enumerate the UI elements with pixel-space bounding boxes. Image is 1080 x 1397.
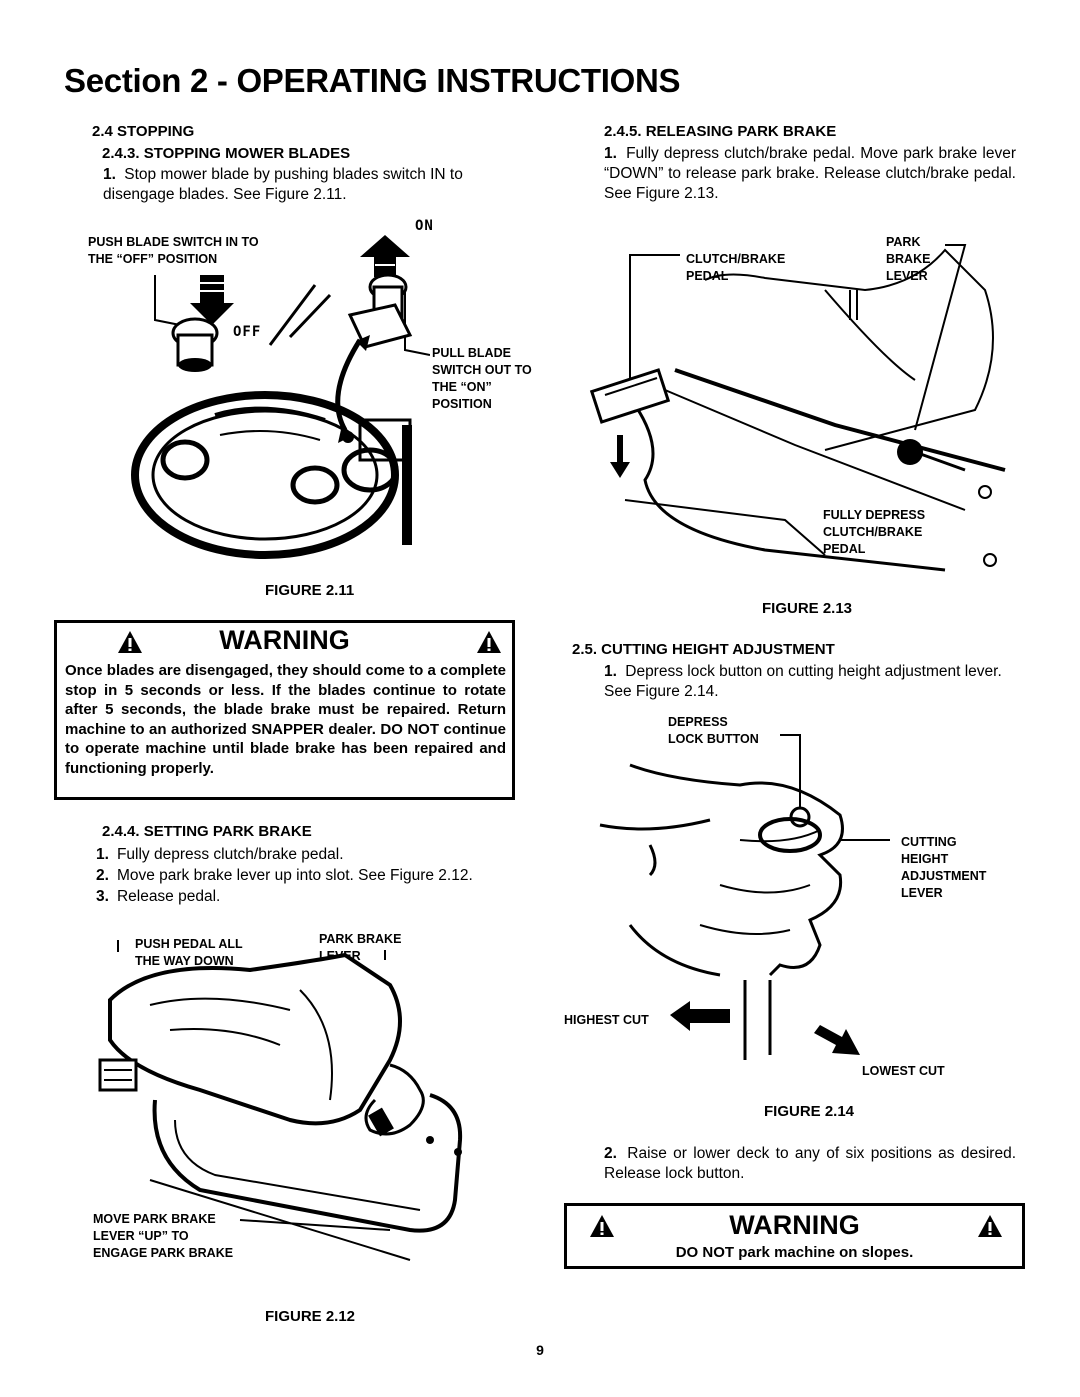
label-line: THE “OFF” POSITION xyxy=(88,252,218,266)
warning-triangle-icon xyxy=(590,1215,614,1237)
slope-warning-box: WARNING DO NOT park machine on slopes. xyxy=(564,1203,1025,1269)
warning-triangle-icon xyxy=(978,1215,1002,1237)
label-line: PARK xyxy=(886,235,921,249)
step-text: Raise or lower deck to any of six positi… xyxy=(604,1145,1016,1182)
label-line: LEVER “UP” TO xyxy=(93,1229,189,1243)
page-number: 9 xyxy=(536,1342,544,1358)
fig214-lock-label: DEPRESS LOCK BUTTON xyxy=(668,714,759,748)
step-text: Depress lock button on cutting height ad… xyxy=(604,663,1002,700)
step-number: 3. xyxy=(96,888,109,905)
label-line: HEIGHT xyxy=(901,852,949,866)
label-line: SWITCH OUT TO xyxy=(432,363,532,377)
figure-2-12-caption: FIGURE 2.12 xyxy=(265,1308,356,1325)
warning-text: Once blades are disengaged, they should … xyxy=(65,662,506,777)
label-line: ENGAGE PARK BRAKE xyxy=(93,1246,234,1260)
figure-2-13-caption: FIGURE 2.13 xyxy=(762,600,853,617)
releasing-park-brake-heading: 2.4.5. RELEASING PARK BRAKE xyxy=(604,123,837,140)
setting-park-brake-heading: 2.4.4. SETTING PARK BRAKE xyxy=(102,823,312,840)
label-line: DEPRESS xyxy=(668,715,728,729)
label-line: PUSH BLADE SWITCH IN TO xyxy=(88,235,259,249)
label-line: PEDAL xyxy=(823,542,866,556)
label-line: ADJUSTMENT xyxy=(901,869,987,883)
warning-triangle-icon xyxy=(118,631,142,653)
release-brake-illustration xyxy=(589,244,1006,572)
cutting-height-illustration xyxy=(599,734,890,1060)
label-line: BRAKE xyxy=(886,252,931,266)
step-number: 2. xyxy=(96,867,109,884)
page-title: Section 2 - OPERATING INSTRUCTIONS xyxy=(64,62,681,99)
pull-arrow-icon xyxy=(360,235,410,277)
cutting-height-step: 1. Depress lock button on cutting height… xyxy=(604,662,1018,702)
figure-2-11-caption: FIGURE 2.11 xyxy=(265,582,355,599)
label-line: PUSH PEDAL ALL xyxy=(135,937,243,951)
cutting-height-step-2: 2. Raise or lower deck to any of six pos… xyxy=(604,1144,1016,1184)
label-line: PARK BRAKE xyxy=(319,932,402,946)
warning-title: WARNING xyxy=(219,625,350,655)
step-text: Fully depress clutch/brake pedal. xyxy=(116,846,344,863)
step-number: 1. xyxy=(103,166,116,183)
cutting-height-heading: 2.5. CUTTING HEIGHT ADJUSTMENT xyxy=(572,641,835,658)
label-line: CUTTING xyxy=(901,835,957,849)
label-line: LEVER xyxy=(901,886,943,900)
step-number: 1. xyxy=(604,145,617,162)
warning-text: DO NOT park machine on slopes. xyxy=(675,1244,914,1261)
step-text: Move park brake lever up into slot. See … xyxy=(116,867,473,884)
step-number: 1. xyxy=(604,663,617,680)
step-item: 3. Release pedal. xyxy=(96,887,516,907)
warning-triangle-icon xyxy=(477,631,501,653)
stopping-heading: 2.4 STOPPING xyxy=(92,123,195,140)
park-brake-illustration xyxy=(98,940,463,1261)
setting-park-brake-steps: 1. Fully depress clutch/brake pedal. 2. Mo… xyxy=(96,845,516,907)
fig212-move-label: MOVE PARK BRAKE LEVER “UP” TO ENGAGE PAR… xyxy=(93,1211,233,1262)
label-line: POSITION xyxy=(432,397,492,411)
step-item: 1. Fully depress clutch/brake pedal. xyxy=(96,845,516,865)
stopping-blades-step: 1. Stop mower blade by pushing blades sw… xyxy=(103,165,513,205)
step-text: Stop mower blade by pushing blades switc… xyxy=(103,166,463,203)
step-text: Fully depress clutch/brake pedal. Move p… xyxy=(604,145,1016,202)
fig213-depress-label: FULLY DEPRESS CLUTCH/BRAKE PEDAL xyxy=(823,507,925,558)
label-line: THE WAY DOWN xyxy=(135,954,234,968)
step-number: 1. xyxy=(96,846,109,863)
label-line: CLUTCH/BRAKE xyxy=(823,525,923,539)
label-line: PEDAL xyxy=(686,269,729,283)
blade-brake-warning-box: WARNING Once blades are disengaged, they… xyxy=(54,620,515,800)
label-line: THE “ON” xyxy=(432,380,492,394)
label-line: PULL BLADE xyxy=(432,346,511,360)
fig213-pedal-label: CLUTCH/BRAKE PEDAL xyxy=(686,251,785,285)
label-line: LOCK BUTTON xyxy=(668,732,759,746)
label-line: MOVE PARK BRAKE xyxy=(93,1212,216,1226)
steering-wheel-illustration xyxy=(131,235,430,559)
warning-title: WARNING xyxy=(729,1210,860,1240)
fig211-on-label: ON xyxy=(415,218,434,234)
step-item: 2. Move park brake lever up into slot. Se… xyxy=(96,866,516,886)
fig211-off-label: OFF xyxy=(233,324,262,340)
stopping-blades-heading: 2.4.3. STOPPING MOWER BLADES xyxy=(102,145,351,162)
fig211-pull-label: PULL BLADE SWITCH OUT TO THE “ON” POSITI… xyxy=(432,345,532,413)
fig212-push-label: PUSH PEDAL ALL THE WAY DOWN xyxy=(135,936,243,970)
label-line: FULLY DEPRESS xyxy=(823,508,926,522)
fig211-push-label: PUSH BLADE SWITCH IN TO THE “OFF” POSITI… xyxy=(88,234,259,268)
step-number: 2. xyxy=(604,1145,617,1162)
figure-2-14-caption: FIGURE 2.14 xyxy=(764,1103,855,1120)
fig214-highest-label: HIGHEST CUT xyxy=(564,1013,649,1027)
label-line: CLUTCH/BRAKE xyxy=(686,252,786,266)
fig214-lowest-label: LOWEST CUT xyxy=(862,1064,945,1078)
push-arrow-icon xyxy=(190,275,234,325)
step-text: Release pedal. xyxy=(116,888,221,905)
fig214-lever-label: CUTTING HEIGHT ADJUSTMENT LEVER xyxy=(901,834,986,902)
releasing-park-brake-step: 1. Fully depress clutch/brake pedal. Mov… xyxy=(604,144,1016,204)
